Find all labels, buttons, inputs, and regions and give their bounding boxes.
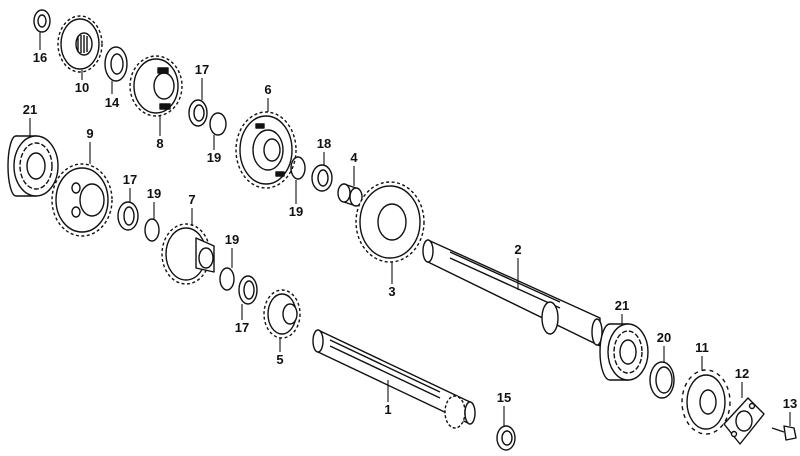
bolt-13 bbox=[771, 425, 797, 441]
washer-15 bbox=[496, 425, 516, 451]
snap-ring-19-mid bbox=[290, 156, 306, 180]
callout-19-d: 19 bbox=[225, 232, 239, 247]
callout-21-left: 21 bbox=[23, 102, 37, 117]
callout-7: 7 bbox=[188, 192, 195, 207]
leader-lines bbox=[29, 32, 791, 426]
callout-8: 8 bbox=[156, 136, 163, 151]
bearing-21-right bbox=[599, 323, 649, 381]
callout-16: 16 bbox=[33, 50, 47, 65]
callout-4: 4 bbox=[350, 150, 358, 165]
bearing-21-left bbox=[7, 135, 59, 197]
washer-16 bbox=[33, 9, 51, 33]
callout-20: 20 bbox=[657, 330, 671, 345]
callout-19-upper: 19 bbox=[207, 150, 221, 165]
sprocket-plate-12 bbox=[723, 397, 765, 445]
callout-13: 13 bbox=[783, 396, 797, 411]
mainshaft-1 bbox=[312, 329, 476, 429]
gear-5 bbox=[263, 289, 301, 339]
snap-ring-19-d bbox=[219, 267, 235, 291]
callout-2: 2 bbox=[514, 242, 521, 257]
gear-9 bbox=[51, 163, 113, 237]
gear-10 bbox=[57, 15, 103, 73]
callout-12: 12 bbox=[735, 366, 749, 381]
gear-3 bbox=[355, 181, 425, 263]
snap-ring-19-c bbox=[144, 218, 160, 242]
callout-5: 5 bbox=[276, 352, 283, 367]
drive-sprocket-11 bbox=[681, 369, 731, 435]
circlip-17-upper bbox=[188, 99, 208, 127]
callout-18: 18 bbox=[317, 136, 331, 151]
circlip-17-lower bbox=[238, 275, 258, 305]
callout-6: 6 bbox=[264, 82, 271, 97]
callout-14: 14 bbox=[105, 95, 120, 110]
callout-17-mid: 17 bbox=[123, 172, 137, 187]
callout-17-lower: 17 bbox=[235, 320, 249, 335]
oil-seal-20 bbox=[649, 361, 675, 399]
callout-10: 10 bbox=[75, 80, 89, 95]
callout-15: 15 bbox=[497, 390, 511, 405]
snap-ring-19-upper bbox=[209, 112, 227, 136]
gear-8 bbox=[129, 55, 183, 117]
callout-9: 9 bbox=[86, 126, 93, 141]
callout-11: 11 bbox=[695, 340, 709, 355]
gear-7 bbox=[161, 223, 215, 285]
callout-21-right: 21 bbox=[615, 298, 629, 313]
gear-6 bbox=[235, 111, 297, 189]
callout-17-upper: 17 bbox=[195, 62, 209, 77]
circlip-17-mid bbox=[117, 201, 139, 231]
washer-14 bbox=[104, 46, 128, 82]
callout-3: 3 bbox=[388, 284, 395, 299]
bushing-4 bbox=[337, 183, 363, 207]
callout-1: 1 bbox=[384, 402, 391, 417]
washer-18 bbox=[311, 164, 333, 192]
countershaft-2 bbox=[422, 239, 603, 347]
callout-labels: 16 10 14 8 17 19 6 18 4 19 21 9 17 19 7 … bbox=[23, 50, 797, 417]
callout-19-c: 19 bbox=[147, 186, 161, 201]
callout-19-mid: 19 bbox=[289, 204, 303, 219]
